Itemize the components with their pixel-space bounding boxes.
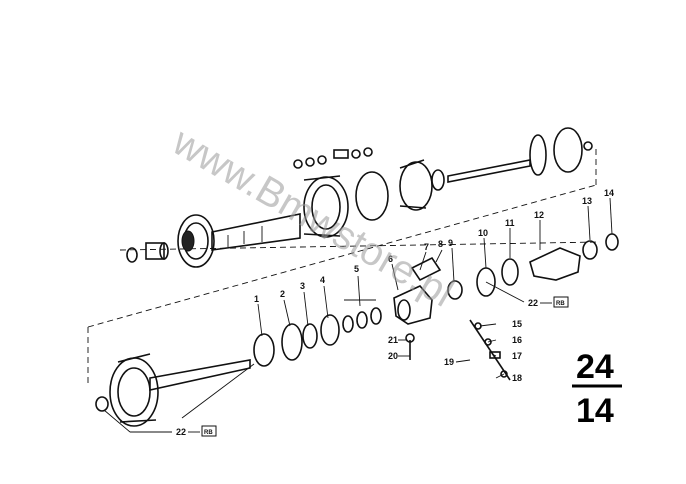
- callout-7: 7: [424, 242, 429, 252]
- ref-tag-box-upper: [553, 296, 569, 308]
- ref-tag-upper: RB: [556, 301, 565, 307]
- callout-15: 15: [512, 319, 522, 329]
- leader-lines: [103, 197, 613, 433]
- ref-tag-box-lower: [201, 425, 217, 437]
- callout-22-upper: 22: [528, 298, 538, 308]
- callout-12: 12: [534, 210, 544, 220]
- callout-13: 13: [582, 196, 592, 206]
- callout-3: 3: [300, 281, 305, 291]
- callout-4: 4: [320, 275, 325, 285]
- callout-5: 5: [354, 264, 359, 274]
- callout-1: 1: [254, 294, 259, 304]
- callout-11: 11: [505, 218, 515, 228]
- callout-18: 18: [512, 373, 522, 383]
- group-number-bottom: 14: [576, 392, 614, 430]
- group-number-top: 24: [576, 348, 614, 386]
- lower-input-shaft-assembly: [95, 353, 251, 427]
- output-flange-assembly: [447, 233, 619, 300]
- callout-10: 10: [478, 228, 488, 238]
- callout-9: 9: [448, 238, 453, 248]
- callout-6: 6: [388, 254, 393, 264]
- assembly-axis-lines: [87, 145, 601, 385]
- watermark-text: www.Bmwstore.pl: [165, 119, 461, 315]
- callout-labels: 1 2 3 4 5 6 7 8 9 10 11 12 13 14 15 16 1…: [176, 188, 614, 437]
- callout-21: 21: [388, 335, 398, 345]
- callout-20: 20: [388, 351, 398, 361]
- callout-16: 16: [512, 335, 522, 345]
- callout-14: 14: [604, 188, 614, 198]
- ref-tag-lower: RB: [204, 430, 213, 436]
- upper-shaft-assembly: [126, 127, 593, 268]
- group-number-block: 24 14: [572, 348, 622, 430]
- reference-tags: RB RB: [188, 296, 569, 437]
- callout-22-lower: 22: [176, 427, 186, 437]
- callout-8: 8: [438, 239, 443, 249]
- middle-components: [253, 256, 511, 381]
- callout-17: 17: [512, 351, 522, 361]
- callout-19: 19: [444, 357, 454, 367]
- callout-2: 2: [280, 289, 285, 299]
